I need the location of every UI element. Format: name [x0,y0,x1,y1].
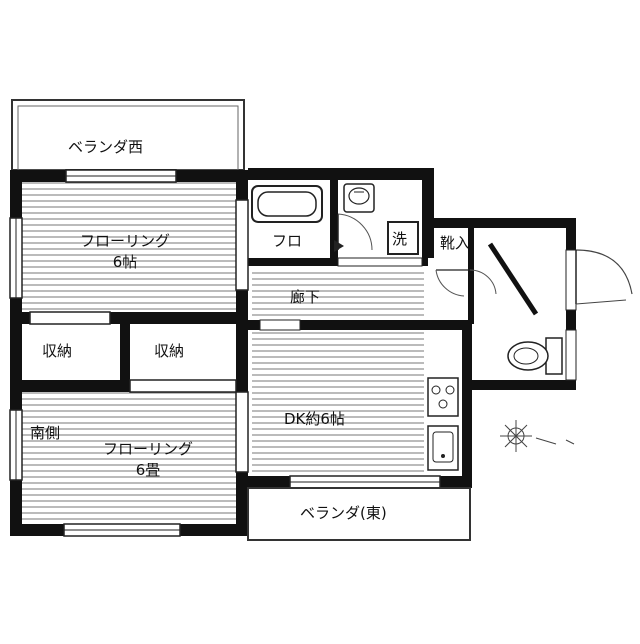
label-flooring-north: フローリング 6帖 [80,234,170,270]
bathtub-icon [251,185,323,223]
label-storage-2: 収納 [154,342,185,360]
veranda-west-area [11,99,245,171]
flooring-north-hatch [22,180,236,310]
washbasin-icon [343,183,375,213]
dk-hatch [252,330,424,478]
label-flooring-north-size: 6帖 [112,253,138,271]
corridor-hatch [252,272,424,318]
label-veranda-east: ベランダ(東) [300,504,387,522]
label-corridor: 廊下 [290,288,321,306]
entrance-door-icon [435,242,633,316]
label-flooring-north-name: フローリング [79,232,171,250]
label-dk: DK約6帖 [284,410,345,428]
label-storage-1: 収納 [42,342,73,360]
label-flooring-south-name: フローリング [102,440,194,458]
compass-icon [500,420,575,452]
veranda-east-area [247,487,471,541]
label-south-side: 南側 [30,424,61,442]
stove-icon [427,377,459,417]
windows [9,169,577,537]
washer-box [387,221,419,255]
label-flooring-south: フローリング 6畳 [103,442,193,478]
label-flooring-south-size: 6畳 [135,461,161,479]
toilet-icon [507,337,563,375]
label-entrance: 靴入 [440,234,471,252]
label-bath: フロ [272,232,303,250]
kitchen-sink-icon [427,425,459,471]
label-veranda-west: ベランダ西 [68,138,144,156]
door-swing-icon [334,213,373,252]
label-wash: 洗 [392,230,408,248]
flooring-south-hatch [22,392,240,524]
